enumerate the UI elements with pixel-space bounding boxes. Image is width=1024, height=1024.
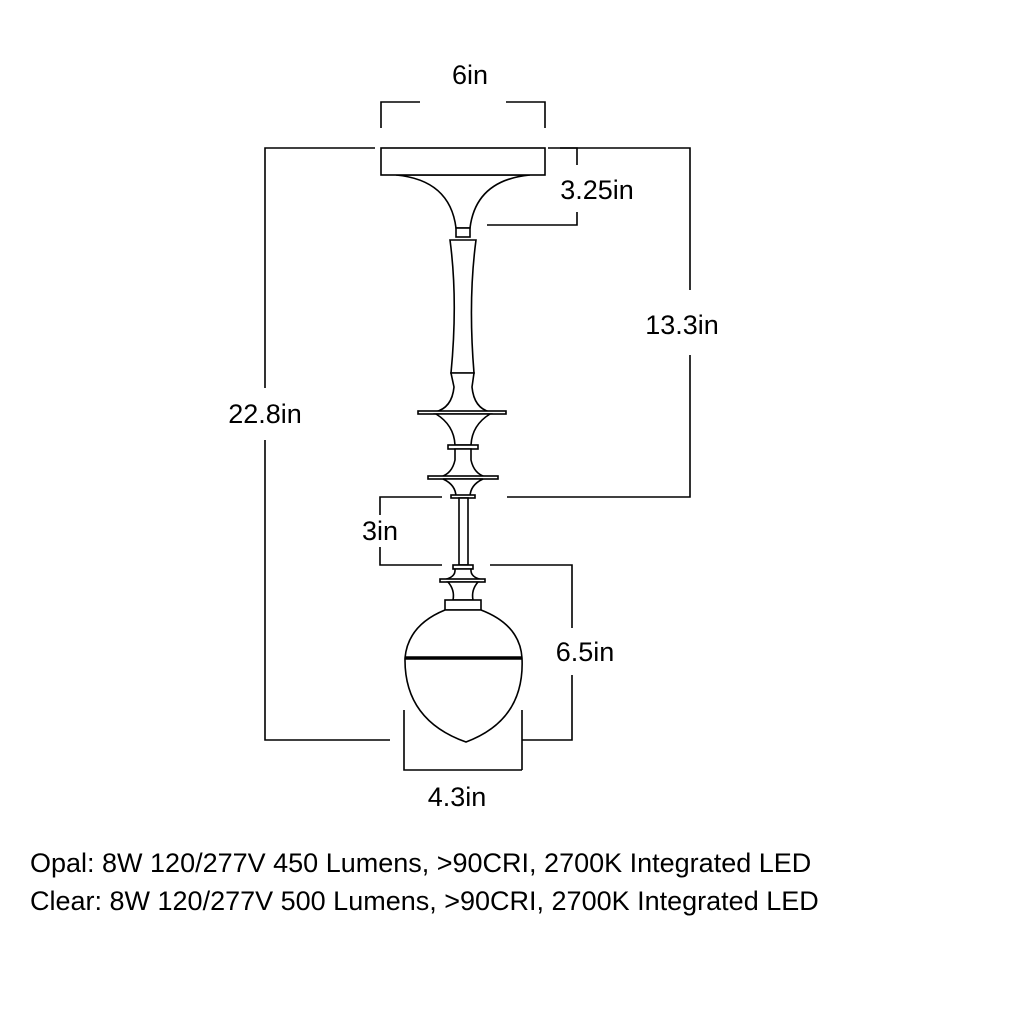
- dim-label-6-5in: 6.5in: [556, 637, 615, 667]
- globe-4-3in-bracket: [403, 710, 523, 771]
- height-22-8in-bracket: [264, 147, 390, 741]
- pendant-fixture-drawing: [380, 147, 546, 743]
- height-13-3in-bracket: [507, 147, 691, 498]
- middle-spindle: [433, 413, 493, 446]
- spec-opal: Opal: 8W 120/277V 450 Lumens, >90CRI, 27…: [30, 848, 812, 878]
- dim-label-3in: 3in: [362, 516, 398, 546]
- dimension-lines: [264, 101, 691, 771]
- rod: [458, 497, 469, 566]
- neck-ring: [455, 227, 471, 238]
- dim-label-13-3in: 13.3in: [645, 310, 719, 340]
- globe-cap: [444, 599, 482, 611]
- canopy-flare: [395, 174, 531, 229]
- glass-globe: [404, 609, 523, 743]
- upper-collar: [434, 372, 491, 413]
- dim-label-22-8in: 22.8in: [228, 399, 302, 429]
- globe-6-5in-bracket: [490, 564, 573, 741]
- lower-spindle: [439, 448, 487, 478]
- holder-neck: [446, 581, 480, 601]
- dim-label-4-3in: 4.3in: [428, 782, 487, 812]
- canopy: [380, 147, 546, 176]
- rod-3in-bracket: [379, 496, 442, 566]
- stem-body: [449, 239, 477, 374]
- spec-clear: Clear: 8W 120/277V 500 Lumens, >90CRI, 2…: [30, 886, 819, 916]
- dim-label-3-25in: 3.25in: [560, 175, 634, 205]
- dim-label-6in: 6in: [452, 60, 488, 90]
- width-6in-bracket: [380, 101, 546, 128]
